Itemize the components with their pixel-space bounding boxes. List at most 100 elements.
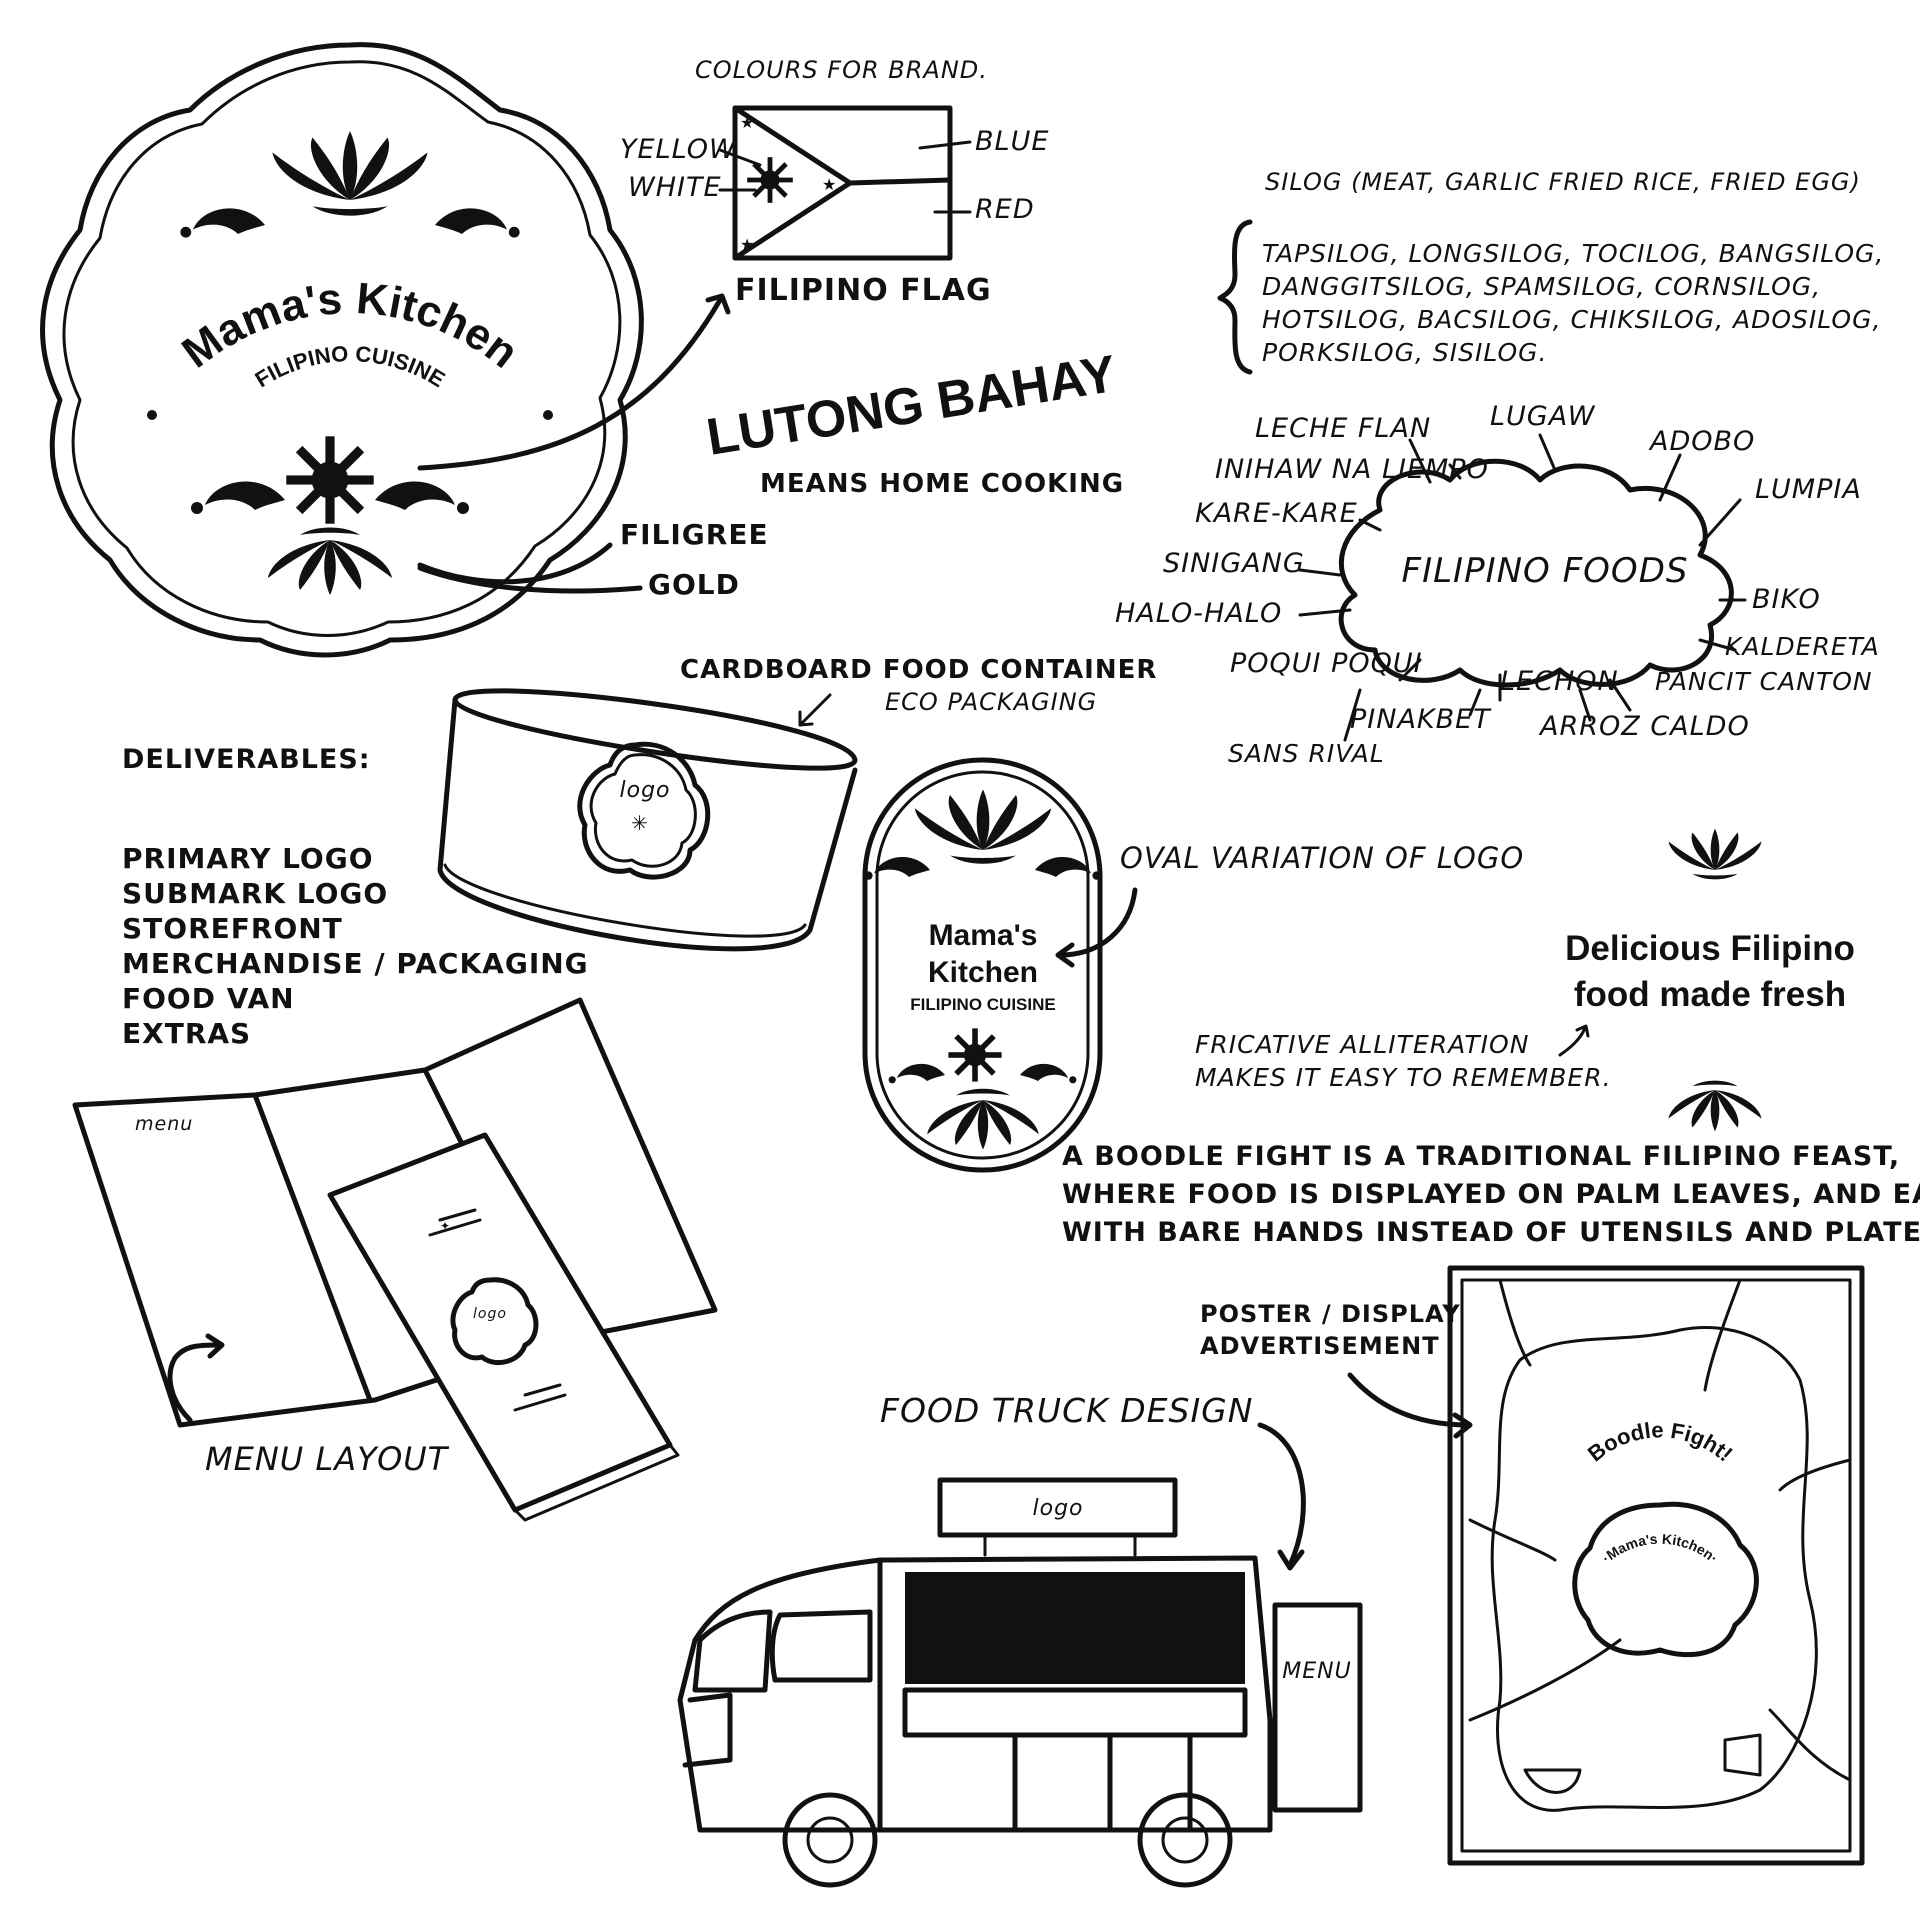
slogan-note-1: FRICATIVE ALLITERATION [1195, 1030, 1529, 1059]
arrow-menu [167, 1342, 223, 1423]
container-logo-badge [577, 741, 711, 880]
svg-text:★: ★ [740, 113, 755, 132]
deliverable-2: SUBMARK LOGO [122, 877, 388, 910]
filigree-leaf-right-icon [435, 208, 520, 238]
filigree-bottom-left-icon [191, 481, 285, 514]
arrow-to-flag [417, 297, 723, 471]
eco-label: ECO PACKAGING [885, 688, 1097, 716]
brochure-logo-text: logo [473, 1306, 507, 1322]
silog-heading: SILOG (MEAT, GARLIC FRIED RICE, FRIED EG… [1265, 168, 1861, 196]
oval-variation-label: OVAL VARIATION OF LOGO [1120, 841, 1524, 875]
filigree-bottom-icon [268, 527, 392, 595]
truck-front-wheel [782, 1792, 878, 1888]
menu-cover-label: menu [135, 1113, 193, 1135]
food-kaldereta: KALDERETA [1725, 632, 1880, 661]
food-lugaw: LUGAW [1490, 401, 1596, 432]
primary-logo: Mama's Kitchen FILIPINO CUISINE [40, 42, 644, 658]
truck-rear-wheel [1137, 1792, 1233, 1888]
flag-heading: COLOURS FOR BRAND. [695, 56, 988, 84]
gold-label: GOLD [648, 568, 740, 601]
sun-icon [286, 436, 374, 524]
flag-blue-label: BLUE [975, 126, 1049, 157]
slogan-line-2: food made fresh [1574, 975, 1846, 1014]
food-adobo: ADOBO [1648, 426, 1755, 457]
food-leche-flan: LECHE FLAN [1255, 413, 1431, 444]
boodle-line-2: WHERE FOOD IS DISPLAYED ON PALM LEAVES, … [1062, 1179, 1920, 1210]
food-biko: BIKO [1752, 584, 1821, 615]
slogan-line-1: Delicious Filipino [1565, 929, 1855, 968]
arrowhead-flag [705, 293, 731, 315]
svg-text:✳: ✳ [631, 811, 649, 835]
logo-tagline: FILIPINO CUISINE [251, 341, 450, 392]
slogan-note-2: MAKES IT EASY TO REMEMBER. [1195, 1063, 1612, 1092]
filigree-bottom-right-icon [375, 481, 469, 514]
food-arroz-caldo: ARROZ CALDO [1538, 711, 1750, 742]
food-truck-label: FOOD TRUCK DESIGN [880, 1391, 1253, 1430]
foods-center-label: FILIPINO FOODS [1402, 551, 1689, 591]
svg-text:★: ★ [740, 235, 755, 254]
food-poqui-poqui: POQUI POQUI [1230, 648, 1423, 679]
boodle-line-1: A BOODLE FIGHT IS A TRADITIONAL FILIPINO… [1062, 1141, 1900, 1172]
lutong-bahay: LUTONG BAHAY [703, 345, 1120, 467]
poster-caption-2: ADVERTISEMENT [1200, 1332, 1440, 1360]
oval-logo: Mama's Kitchen FILIPINO CUISINE [862, 757, 1103, 1173]
foods-spokes [1298, 433, 1747, 742]
arrow-truck [1257, 1422, 1306, 1568]
deliverables-heading: DELIVERABLES: [122, 744, 371, 775]
oval-tagline: FILIPINO CUISINE [910, 995, 1055, 1014]
flag-red-label: RED [975, 194, 1035, 225]
food-sinigang: SINIGANG [1163, 548, 1305, 579]
food-lumpia: LUMPIA [1755, 474, 1862, 505]
slogan-ornament-top-icon [1668, 828, 1762, 880]
oval-name-1: Mama's [929, 919, 1038, 952]
logo-dot-left [147, 410, 157, 420]
svg-text:✦: ✦ [440, 1219, 451, 1233]
silog-brace [1217, 219, 1253, 375]
slogan-ornament-bottom-icon [1668, 1080, 1762, 1132]
filigree-top-icon [272, 131, 428, 216]
menu-layout-label: MENU LAYOUT [205, 1440, 450, 1478]
silog-line-1: TAPSILOG, LONGSILOG, TOCILOG, BANGSILOG, [1262, 239, 1884, 268]
poster-brand: ·Mama's Kitchen· [1599, 1531, 1721, 1566]
arrow-to-oval [1057, 887, 1138, 958]
poster-title: Boodle Fight! [1583, 1417, 1738, 1466]
menu-brochure: ✦ logo [327, 1132, 680, 1522]
truck-menu-board: MENU [1282, 1659, 1351, 1684]
poster-palm-leaves [1490, 1325, 1818, 1812]
silog-line-4: PORKSILOG, SISILOG. [1262, 338, 1548, 367]
logo-dot-right [543, 410, 553, 420]
silog-line-2: DANGGITSILOG, SPAMSILOG, CORNSILOG, [1262, 272, 1821, 301]
boodle-line-3: WITH BARE HANDS INSTEAD OF UTENSILS AND … [1062, 1217, 1920, 1248]
flag-yellow-label: YELLOW [620, 134, 737, 165]
cardboard-label: CARDBOARD FOOD CONTAINER [680, 655, 1157, 685]
lutong-bahay-title: LUTONG BAHAY [703, 345, 1120, 467]
deliverable-5: FOOD VAN [122, 982, 295, 1015]
foods-cloud [1338, 458, 1734, 688]
flag-white-label: WHITE [628, 172, 722, 203]
food-inihaw: INIHAW NA LIEMPO [1215, 454, 1489, 485]
filipino-flag: ★ ★ ★ [732, 105, 953, 261]
arrow-to-gold [417, 565, 643, 594]
food-truck: logo MENU [677, 1477, 1363, 1888]
truck-sign-text: logo [1033, 1496, 1084, 1521]
oval-name-2: Kitchen [928, 956, 1038, 989]
container-logo-text: logo [620, 778, 671, 803]
poster-caption-1: POSTER / DISPLAY [1200, 1300, 1461, 1328]
logo-outer-scallop [40, 42, 644, 658]
filigree-label: FILIGREE [620, 518, 769, 551]
deliverable-6: EXTRAS [122, 1017, 251, 1050]
food-container: logo ✳ [437, 688, 858, 952]
poster-advertisement: Boodle Fight! ·Mama's Kitchen· [1447, 1265, 1865, 1866]
food-kare-kare: KARE-KARE [1195, 498, 1358, 529]
deliverable-3: STOREFRONT [122, 912, 343, 945]
flag-caption: FILIPINO FLAG [735, 273, 992, 308]
food-halo-halo: HALO-HALO [1115, 598, 1282, 629]
logo-inner-scallop [62, 60, 622, 637]
truck-service-window [905, 1572, 1245, 1684]
food-sans-rival: SANS RIVAL [1228, 739, 1385, 768]
lutong-bahay-meaning: MEANS HOME COOKING [760, 469, 1124, 499]
food-pinakbet: PINAKBET [1350, 704, 1492, 735]
filigree-leaf-left-icon [180, 208, 265, 238]
silog-line-3: HOTSILOG, BACSILOG, CHIKSILOG, ADOSILOG, [1262, 305, 1881, 334]
